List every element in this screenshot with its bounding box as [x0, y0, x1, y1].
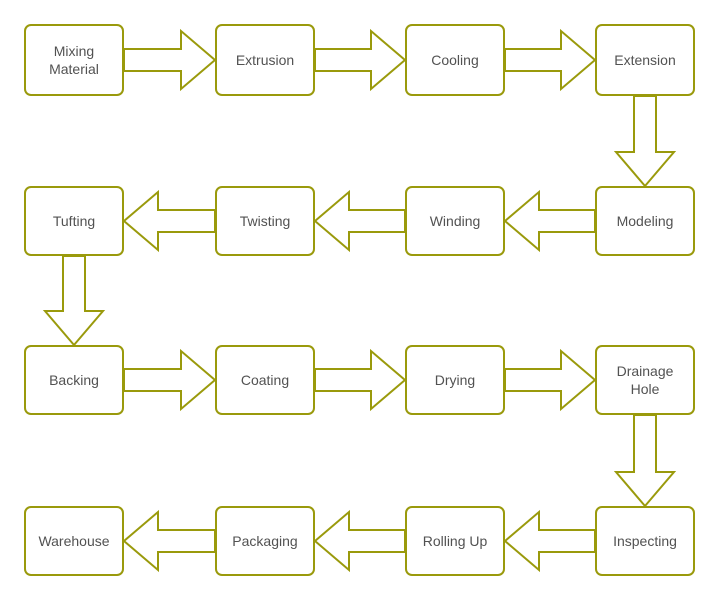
arrow-modeling-to-winding — [503, 189, 596, 253]
arrow-extrusion-to-cooling — [314, 28, 407, 92]
process-node-modeling[interactable]: Modeling — [595, 186, 695, 256]
process-node-label: Packaging — [232, 533, 298, 549]
process-node-tufting[interactable]: Tufting — [24, 186, 124, 256]
arrow-drainage-hole-to-inspecting — [613, 414, 677, 508]
process-node-label: Cooling — [431, 52, 479, 68]
process-node-backing[interactable]: Backing — [24, 345, 124, 415]
process-node-label: Extrusion — [235, 52, 295, 68]
process-node-twisting[interactable]: Twisting — [215, 186, 315, 256]
arrow-tufting-to-backing — [42, 255, 106, 347]
process-node-label: Warehouse — [38, 533, 110, 549]
process-node-coating[interactable]: Coating — [215, 345, 315, 415]
process-node-label: Coating — [240, 372, 290, 388]
process-node-label: Rolling Up — [422, 533, 488, 549]
process-node-cooling[interactable]: Cooling — [405, 24, 505, 96]
process-node-label: Mixing Material — [49, 43, 99, 77]
process-node-extrusion[interactable]: Extrusion — [215, 24, 315, 96]
process-node-extension[interactable]: Extension — [595, 24, 695, 96]
arrow-packaging-to-warehouse — [122, 509, 216, 573]
arrow-backing-to-coating — [123, 348, 217, 412]
arrow-rolling-up-to-packaging — [313, 509, 406, 573]
process-node-label: Backing — [49, 372, 99, 388]
arrow-twisting-to-tufting — [122, 189, 216, 253]
process-node-label: Modeling — [616, 213, 674, 229]
process-node-warehouse[interactable]: Warehouse — [24, 506, 124, 576]
arrow-drying-to-drainage-hole — [504, 348, 597, 412]
arrow-cooling-to-extension — [504, 28, 597, 92]
process-node-inspecting[interactable]: Inspecting — [595, 506, 695, 576]
process-node-drainage-hole[interactable]: Drainage Hole — [595, 345, 695, 415]
process-node-label: Winding — [429, 213, 481, 229]
process-node-drying[interactable]: Drying — [405, 345, 505, 415]
process-node-label: Twisting — [239, 213, 291, 229]
arrow-inspecting-to-rolling-up — [503, 509, 596, 573]
arrow-coating-to-drying — [314, 348, 407, 412]
process-node-label: Inspecting — [613, 533, 677, 549]
process-node-winding[interactable]: Winding — [405, 186, 505, 256]
process-node-mixing-material[interactable]: Mixing Material — [24, 24, 124, 96]
arrow-winding-to-twisting — [313, 189, 406, 253]
process-node-packaging[interactable]: Packaging — [215, 506, 315, 576]
process-node-label: Drainage Hole — [616, 363, 674, 397]
process-node-rolling-up[interactable]: Rolling Up — [405, 506, 505, 576]
process-node-label: Drying — [434, 372, 476, 388]
process-node-label: Tufting — [52, 213, 96, 229]
process-node-label: Extension — [614, 52, 676, 68]
arrow-extension-to-modeling — [613, 95, 677, 188]
arrow-mixing-material-to-extrusion — [123, 28, 217, 92]
